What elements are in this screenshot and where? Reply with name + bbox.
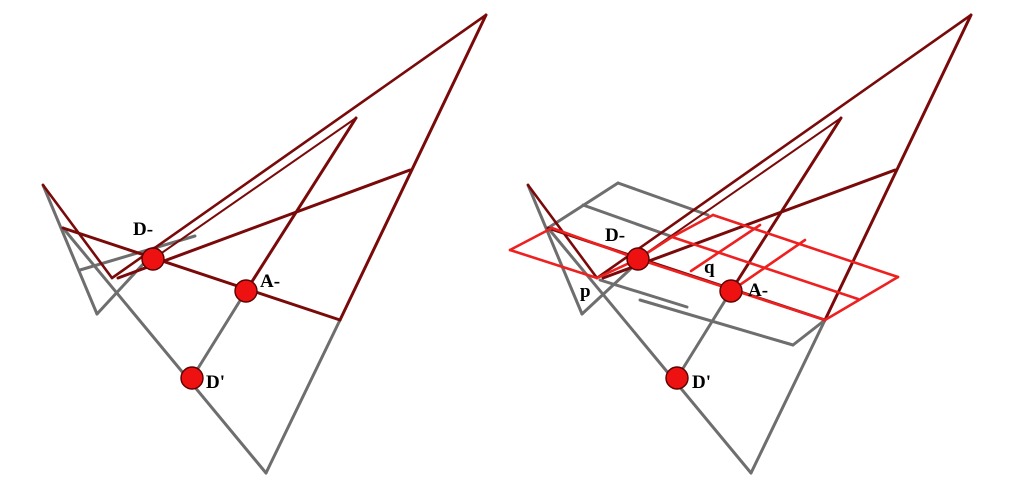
right-label-q: q — [704, 257, 715, 278]
right-label-p: p — [580, 281, 591, 302]
left-label-d-minus: D- — [133, 219, 153, 240]
right-panel: D- A- D' p q — [508, 13, 973, 475]
left-label-a-minus: A- — [260, 271, 280, 292]
right-label-a-minus: A- — [748, 280, 768, 301]
left-dark-lines — [41, 13, 488, 322]
right-dark-lines — [526, 13, 973, 322]
right-point-d-prime — [665, 366, 689, 390]
left-point-a-minus — [234, 279, 258, 303]
left-panel: D- A- D' — [41, 13, 488, 475]
right-red-grid — [508, 213, 900, 322]
left-gray-lines — [41, 183, 342, 475]
right-point-a-minus — [719, 279, 743, 303]
left-label-d-prime: D' — [206, 372, 225, 393]
left-point-d-prime — [180, 366, 204, 390]
right-label-d-minus: D- — [605, 225, 625, 246]
right-gray-lines — [526, 181, 827, 475]
left-point-d-minus — [141, 247, 165, 271]
right-label-d-prime: D' — [692, 372, 711, 393]
right-point-d-minus — [626, 247, 650, 271]
